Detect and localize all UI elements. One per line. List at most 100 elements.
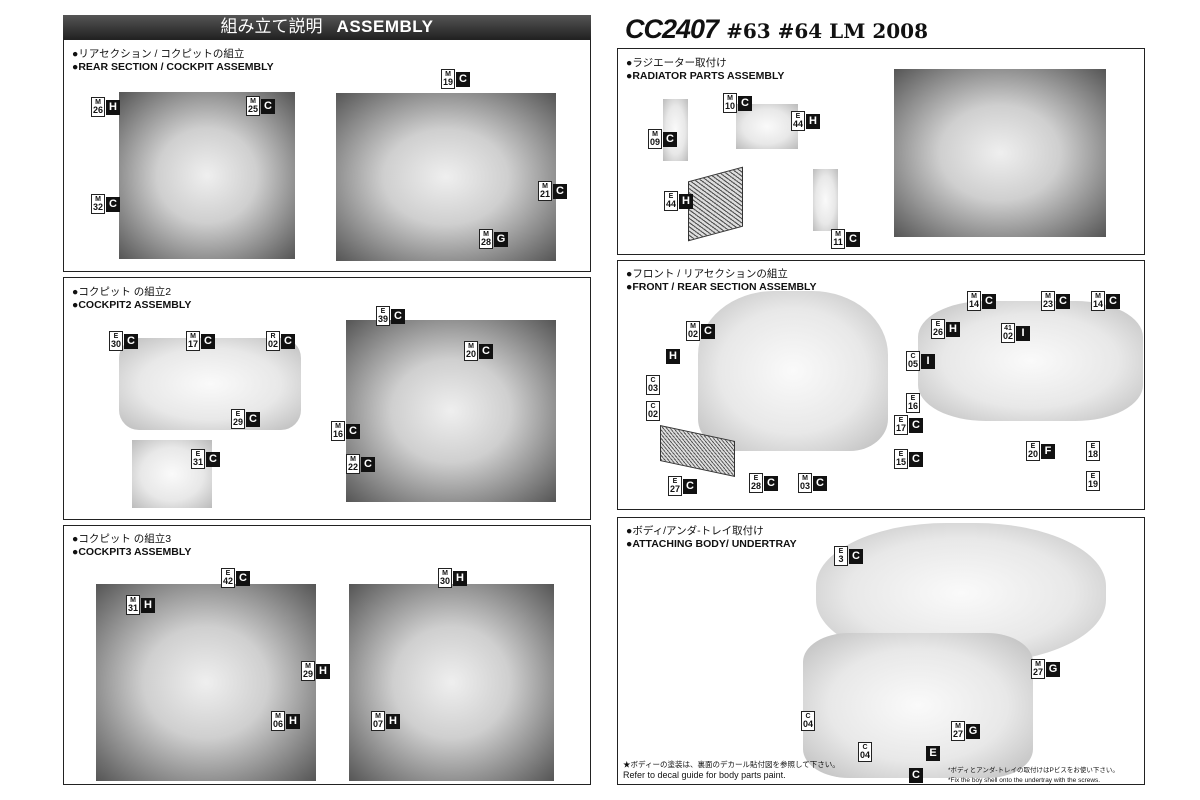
- sprue-letter: M: [445, 71, 451, 78]
- material-code: C: [391, 308, 405, 324]
- sprue-letter: M: [190, 333, 196, 340]
- part-number: 31: [127, 603, 138, 613]
- material-code: H: [666, 349, 680, 364]
- illustration: [894, 69, 1106, 237]
- panel-title-jp: ●コクピット の組立2: [72, 286, 172, 298]
- material-code: C: [346, 423, 360, 439]
- material-code: C: [738, 95, 752, 111]
- sprue-letter: M: [955, 723, 961, 730]
- material-code: E: [926, 746, 940, 761]
- material-code: C: [236, 570, 250, 586]
- sprue-letter: M: [802, 475, 808, 482]
- product-code: CC2407: [625, 14, 719, 44]
- product-subtitle: #63 #64 LM 2008: [726, 19, 928, 43]
- panel-title-jp: ●リアセクション / コクピットの組立: [72, 48, 245, 60]
- sprue-letter: E: [1030, 443, 1036, 450]
- part-number: 19: [442, 77, 453, 87]
- part-number: 20: [1027, 449, 1038, 459]
- panel-front-rear: ●フロント / リアセクションの組立●FRONT / REAR SECTION …: [617, 260, 1145, 510]
- sprue-letter: R: [270, 333, 276, 340]
- material-code: C: [106, 196, 120, 212]
- part-number: 30: [439, 576, 450, 586]
- sprue-letter: M: [542, 183, 548, 190]
- panel-title-en: ●REAR SECTION / COCKPIT ASSEMBLY: [72, 61, 274, 73]
- note-right-jp: *ボディとアンダ-トレイの取付けはPビスをお使い下さい。: [948, 767, 1119, 774]
- sprue-letter: E: [668, 193, 674, 200]
- sprue-letter: E: [753, 475, 759, 482]
- illustration: [803, 633, 1033, 778]
- panel-title-en: ●RADIATOR PARTS ASSEMBLY: [626, 70, 785, 82]
- sprue-letter: C: [862, 744, 868, 751]
- material-code: I: [921, 353, 935, 369]
- sprue-letter: E: [935, 321, 941, 328]
- sprue-letter: M: [971, 293, 977, 300]
- panel-title: ●コクピット の組立2●COCKPIT2 ASSEMBLY: [72, 286, 191, 312]
- sprue-letter: M: [250, 98, 256, 105]
- material-code: C: [1056, 293, 1070, 309]
- material-code: C: [206, 451, 220, 467]
- panel-title: ●リアセクション / コクピットの組立●REAR SECTION / COCKP…: [72, 48, 274, 74]
- part-number: 28: [750, 481, 761, 491]
- part-number: 10: [724, 101, 735, 111]
- sprue-letter: C: [650, 377, 656, 384]
- sprue-letter: E: [235, 411, 241, 418]
- panel-title-jp: ●フロント / リアセクションの組立: [626, 268, 788, 280]
- sprue-letter: M: [95, 196, 101, 203]
- part-number: 20: [465, 349, 476, 359]
- material-code: C: [124, 333, 138, 349]
- material-code: H: [286, 713, 300, 729]
- material-code: H: [316, 663, 330, 679]
- part-number: 22: [347, 462, 358, 472]
- sprue-letter: M: [95, 99, 101, 106]
- material-code: C: [982, 293, 996, 309]
- page-title: CC2407 #63 #64 LM 2008: [625, 14, 928, 45]
- material-code: H: [106, 99, 120, 115]
- part-number: 11: [833, 237, 843, 247]
- part-number: 25: [247, 104, 258, 114]
- part-number: 30: [110, 339, 121, 349]
- part-number: 17: [895, 423, 906, 433]
- sprue-letter: E: [1090, 473, 1096, 480]
- note-right-en: *Fix the boy shell onto the undertray wi…: [948, 777, 1101, 784]
- part-number: 18: [1087, 449, 1098, 459]
- material-code: C: [846, 231, 860, 247]
- sprue-letter: E: [898, 451, 904, 458]
- part-number: 07: [372, 719, 383, 729]
- material-code: C: [553, 183, 567, 199]
- sprue-letter: M: [275, 713, 281, 720]
- panel-title-jp: ●ラジエーター取付け: [626, 57, 727, 69]
- illustration: [119, 92, 295, 259]
- material-code: H: [453, 570, 467, 586]
